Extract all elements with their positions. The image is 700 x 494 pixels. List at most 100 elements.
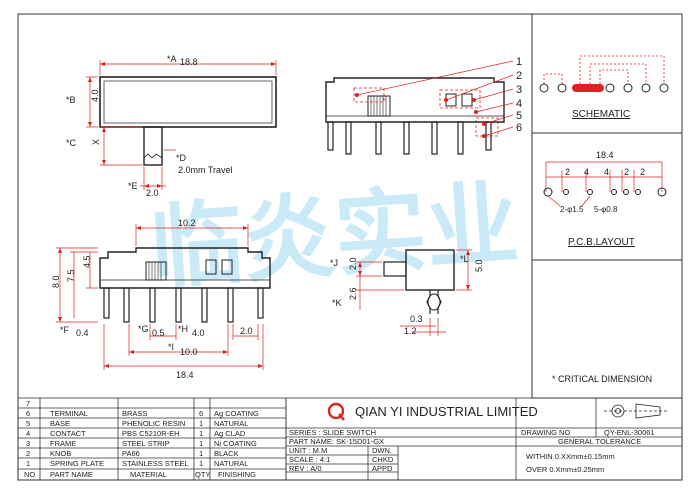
title-block (285, 397, 683, 481)
drawing-no-value: QY-ENL-30061 (604, 428, 655, 437)
pcb-layout-panel: 18.4 2 4 4 2 2 2-φ1.5 5-φ0.8 P.C.B.LAYOU… (543, 150, 667, 248)
pcb-total: 18.4 (596, 150, 614, 160)
appd-label: APPD (372, 464, 393, 473)
dim-c-label: *C (66, 138, 77, 148)
dim-8: 8.0 (51, 275, 61, 288)
bom-no: 6 (26, 409, 30, 418)
bom-qty: 1 (199, 449, 203, 458)
dim-g-label: *G (138, 324, 149, 334)
bom-header-qty: QTY (195, 470, 210, 479)
bom-qty: 1 (199, 419, 203, 428)
bom-qty: 1 (199, 429, 203, 438)
tolerance-over: OVER 0.Xmm±0.25mm (526, 465, 604, 474)
top-body (99, 76, 277, 128)
pcb-spacing-5: 2 (640, 167, 645, 177)
bom-finish: NATURAL (214, 419, 248, 428)
top-knob (143, 126, 163, 166)
series: SERIES : SLIDE SWITCH (289, 428, 376, 437)
bom-material: PA66 (122, 449, 140, 458)
pcb-title: P.C.B.LAYOUT (568, 237, 635, 248)
critical-dimension-note: * CRITICAL DIMENSION (552, 374, 652, 384)
bom-no: 2 (26, 449, 30, 458)
part-name: PART NAME: SK-15D01-GX (289, 437, 384, 446)
dim-total: 18.4 (176, 370, 194, 380)
pcb-hole-small: 2-φ1.5 (560, 205, 584, 214)
drawing-no-label: DRAWING NO (521, 428, 570, 437)
schematic-contact (572, 84, 604, 92)
dim-h-value: 4.0 (192, 328, 205, 338)
bom-part: CONTACT (50, 429, 86, 438)
company-name: QIAN YI INDUSTRIAL LIMITED (355, 404, 538, 419)
bom-material: STAINLESS STEEL (122, 459, 189, 468)
projection-symbol-icon (604, 403, 668, 419)
callout-1: 1 (516, 56, 522, 68)
dim-k-label: *K (332, 298, 342, 308)
bom-no: 3 (26, 439, 30, 448)
dim-side-right: 2.0 (240, 326, 253, 336)
bom-finish: Ag CLAD (214, 429, 246, 438)
dim-f-value: 0.4 (76, 328, 89, 338)
dim-l-label: *L (460, 254, 469, 264)
dim-b-label: *B (66, 95, 76, 105)
bom-no: 7 (26, 399, 30, 408)
dim-a-label: *A (167, 54, 177, 64)
dim-a-value: 18.8 (180, 57, 198, 67)
bom-part: FRAME (50, 439, 76, 448)
tolerance-within: WITHIN 0.XXmm±0.15mm (526, 452, 615, 461)
rev: REV : A/0 (289, 464, 322, 473)
bom-material: STEEL STRIP (122, 439, 170, 448)
schematic-panel: SCHEMATIC (539, 55, 669, 120)
dim-i-value: 10.0 (180, 347, 198, 357)
general-tolerance: GENERAL TOLERANCE (558, 437, 641, 446)
dim-4-5: 4.5 (82, 255, 92, 268)
front-view: 10.2 8.0 7.5 4.5 *F 0.4 *G 0.5 *H 4.0 2.… (51, 218, 271, 380)
dim-d-label: *D (176, 153, 187, 163)
bom-no: 4 (26, 429, 30, 438)
dim-l-value: 5.0 (474, 259, 484, 272)
dim-b-value: 4.0 (90, 89, 100, 102)
pcb-spacing-2: 4 (584, 167, 589, 177)
scale: SCALE : 4:1 (289, 455, 330, 464)
dim-e-value: 2.0 (146, 188, 159, 198)
top-view: *A 18.8 *B 4.0 *C X *D 2.0mm Travel *E 2… (66, 54, 277, 198)
dim-f-label: *F (60, 325, 70, 335)
dim-top-width: 10.2 (178, 218, 196, 228)
callout-2: 2 (516, 70, 522, 82)
dim-g-value: 0.5 (152, 328, 165, 338)
pcb-hole-large: 5-φ0.8 (594, 205, 618, 214)
dim-h-label: *H (178, 324, 188, 334)
dim-j-value: 2.0 (348, 257, 358, 270)
company-logo (327, 402, 345, 421)
schematic-title: SCHEMATIC (572, 109, 630, 120)
bom-part: KNOB (50, 449, 71, 458)
chkd-label: CHKD (372, 455, 394, 464)
dim-7-5: 7.5 (66, 269, 76, 282)
callout-6: 6 (516, 122, 522, 134)
bom-no: 5 (26, 419, 30, 428)
pcb-spacing-3: 4 (604, 167, 609, 177)
bom-qty: 6 (199, 409, 203, 418)
pcb-spacing-4: 2 (624, 167, 629, 177)
bom-part: BASE (50, 419, 70, 428)
bom-header-no: NO (24, 470, 35, 479)
bom-rows: 7 6 TERMINAL BRASS 6 Ag COATING 5 BASE P… (24, 399, 259, 479)
side-view: 1 2 3 4 5 6 (325, 56, 522, 155)
bom-finish: NATURAL (214, 459, 248, 468)
unit: UNIT : M.M (289, 446, 327, 455)
dim-e-label: *E (128, 181, 138, 191)
dim-1-2: 1.2 (404, 326, 417, 336)
bom-finish: Ag COATING (214, 409, 259, 418)
callout-5: 5 (516, 110, 522, 122)
bom-part: SPRING PLATE (50, 459, 104, 468)
dim-j-label: *J (330, 258, 338, 268)
end-view: *J 2.0 *K 2.6 *L 5.0 0.3 1.2 (330, 249, 484, 336)
dwn-label: DWN. (372, 446, 392, 455)
dim-d-value: 2.0mm Travel (178, 165, 233, 175)
bom-qty: 1 (199, 459, 203, 468)
bom-material: PBS C5210R-EH (122, 429, 180, 438)
dim-i-label: *I (168, 342, 174, 352)
bom-finish: BLACK (214, 449, 239, 458)
dim-0-3: 0.3 (410, 314, 423, 324)
dim-c-value: X (91, 139, 101, 145)
